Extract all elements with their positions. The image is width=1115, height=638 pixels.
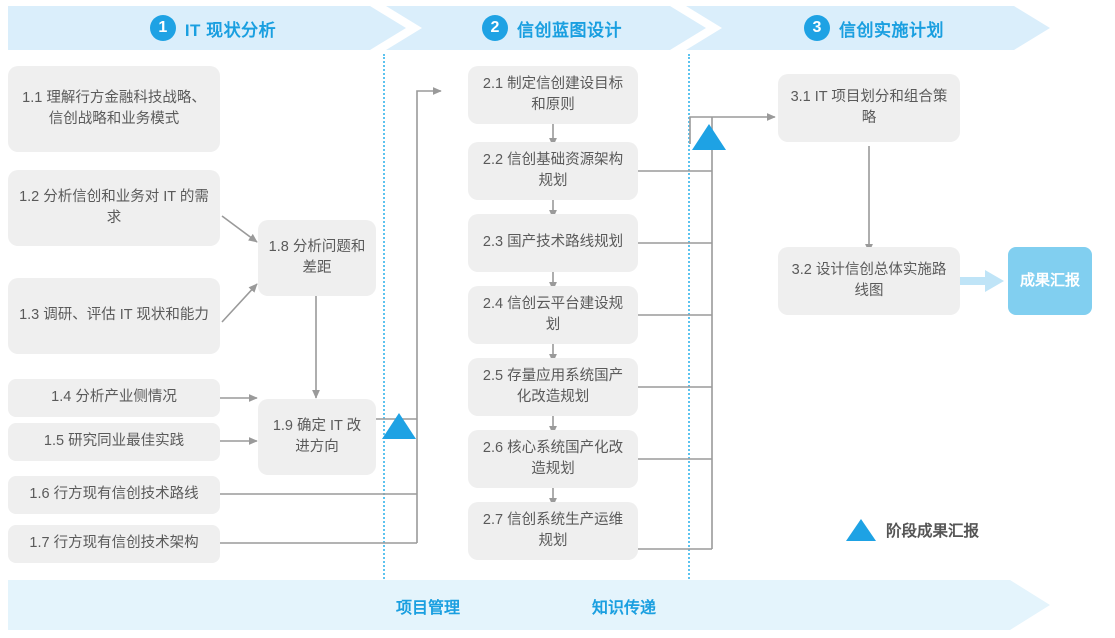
phase-divider-2	[688, 54, 690, 582]
legend: 阶段成果汇报	[846, 519, 979, 541]
footer-band	[8, 580, 1050, 630]
task-box-1-1[interactable]: 1.1 理解行方金融科技战略、信创战略和业务模式	[8, 66, 220, 152]
phase-header-1: 1 IT 现状分析	[8, 6, 406, 50]
phase-title-2: 信创蓝图设计	[517, 20, 622, 40]
footer-label-knowledge-transfer: 知识传递	[592, 600, 657, 617]
deliverable-arrow	[958, 270, 1004, 292]
phase-number-1: 1	[149, 15, 176, 41]
milestone-triangle-icon-1	[382, 413, 416, 439]
task-box-1-2[interactable]: 1.2 分析信创和业务对 IT 的需求	[8, 170, 220, 246]
deliverable-chip[interactable]: 成果汇报	[1008, 247, 1092, 315]
phase-header-3: 3 信创实施计划	[686, 6, 1050, 50]
task-box-1-3[interactable]: 1.3 调研、评估 IT 现状和能力	[8, 278, 220, 354]
task-box-1-9[interactable]: 1.9 确定 IT 改进方向	[258, 399, 376, 475]
task-box-3-2[interactable]: 3.2 设计信创总体实施路线图	[778, 247, 960, 315]
phase-number-3: 3	[804, 15, 830, 41]
task-box-2-7[interactable]: 2.7 信创系统生产运维规划	[468, 502, 638, 560]
task-box-1-5[interactable]: 1.5 研究同业最佳实践	[8, 423, 220, 461]
legend-label: 阶段成果汇报	[886, 523, 980, 540]
footer-label-project-management: 项目管理	[396, 600, 461, 617]
task-box-1-8[interactable]: 1.8 分析问题和差距	[258, 220, 376, 296]
task-box-2-4[interactable]: 2.4 信创云平台建设规划	[468, 286, 638, 344]
phase-title-1: IT 现状分析	[184, 20, 277, 40]
task-box-2-2[interactable]: 2.2 信创基础资源架构规划	[468, 142, 638, 200]
phase-title-3: 信创实施计划	[839, 20, 944, 40]
task-box-1-7[interactable]: 1.7 行方现有信创技术架构	[8, 525, 220, 563]
task-box-2-3[interactable]: 2.3 国产技术路线规划	[468, 214, 638, 272]
task-box-1-6[interactable]: 1.6 行方现有信创技术路线	[8, 476, 220, 514]
task-box-3-1[interactable]: 3.1 IT 项目划分和组合策略	[778, 74, 960, 142]
task-box-2-5[interactable]: 2.5 存量应用系统国产化改造规划	[468, 358, 638, 416]
phase-header-2: 2 信创蓝图设计	[386, 6, 706, 50]
task-box-2-6[interactable]: 2.6 核心系统国产化改造规划	[468, 430, 638, 488]
triangle-marker-icon	[846, 519, 876, 541]
phase-divider-1	[383, 54, 385, 582]
task-box-2-1[interactable]: 2.1 制定信创建设目标和原则	[468, 66, 638, 124]
phase-number-2: 2	[482, 15, 508, 41]
task-box-1-4[interactable]: 1.4 分析产业侧情况	[8, 379, 220, 417]
milestone-triangle-icon-2	[692, 124, 726, 150]
